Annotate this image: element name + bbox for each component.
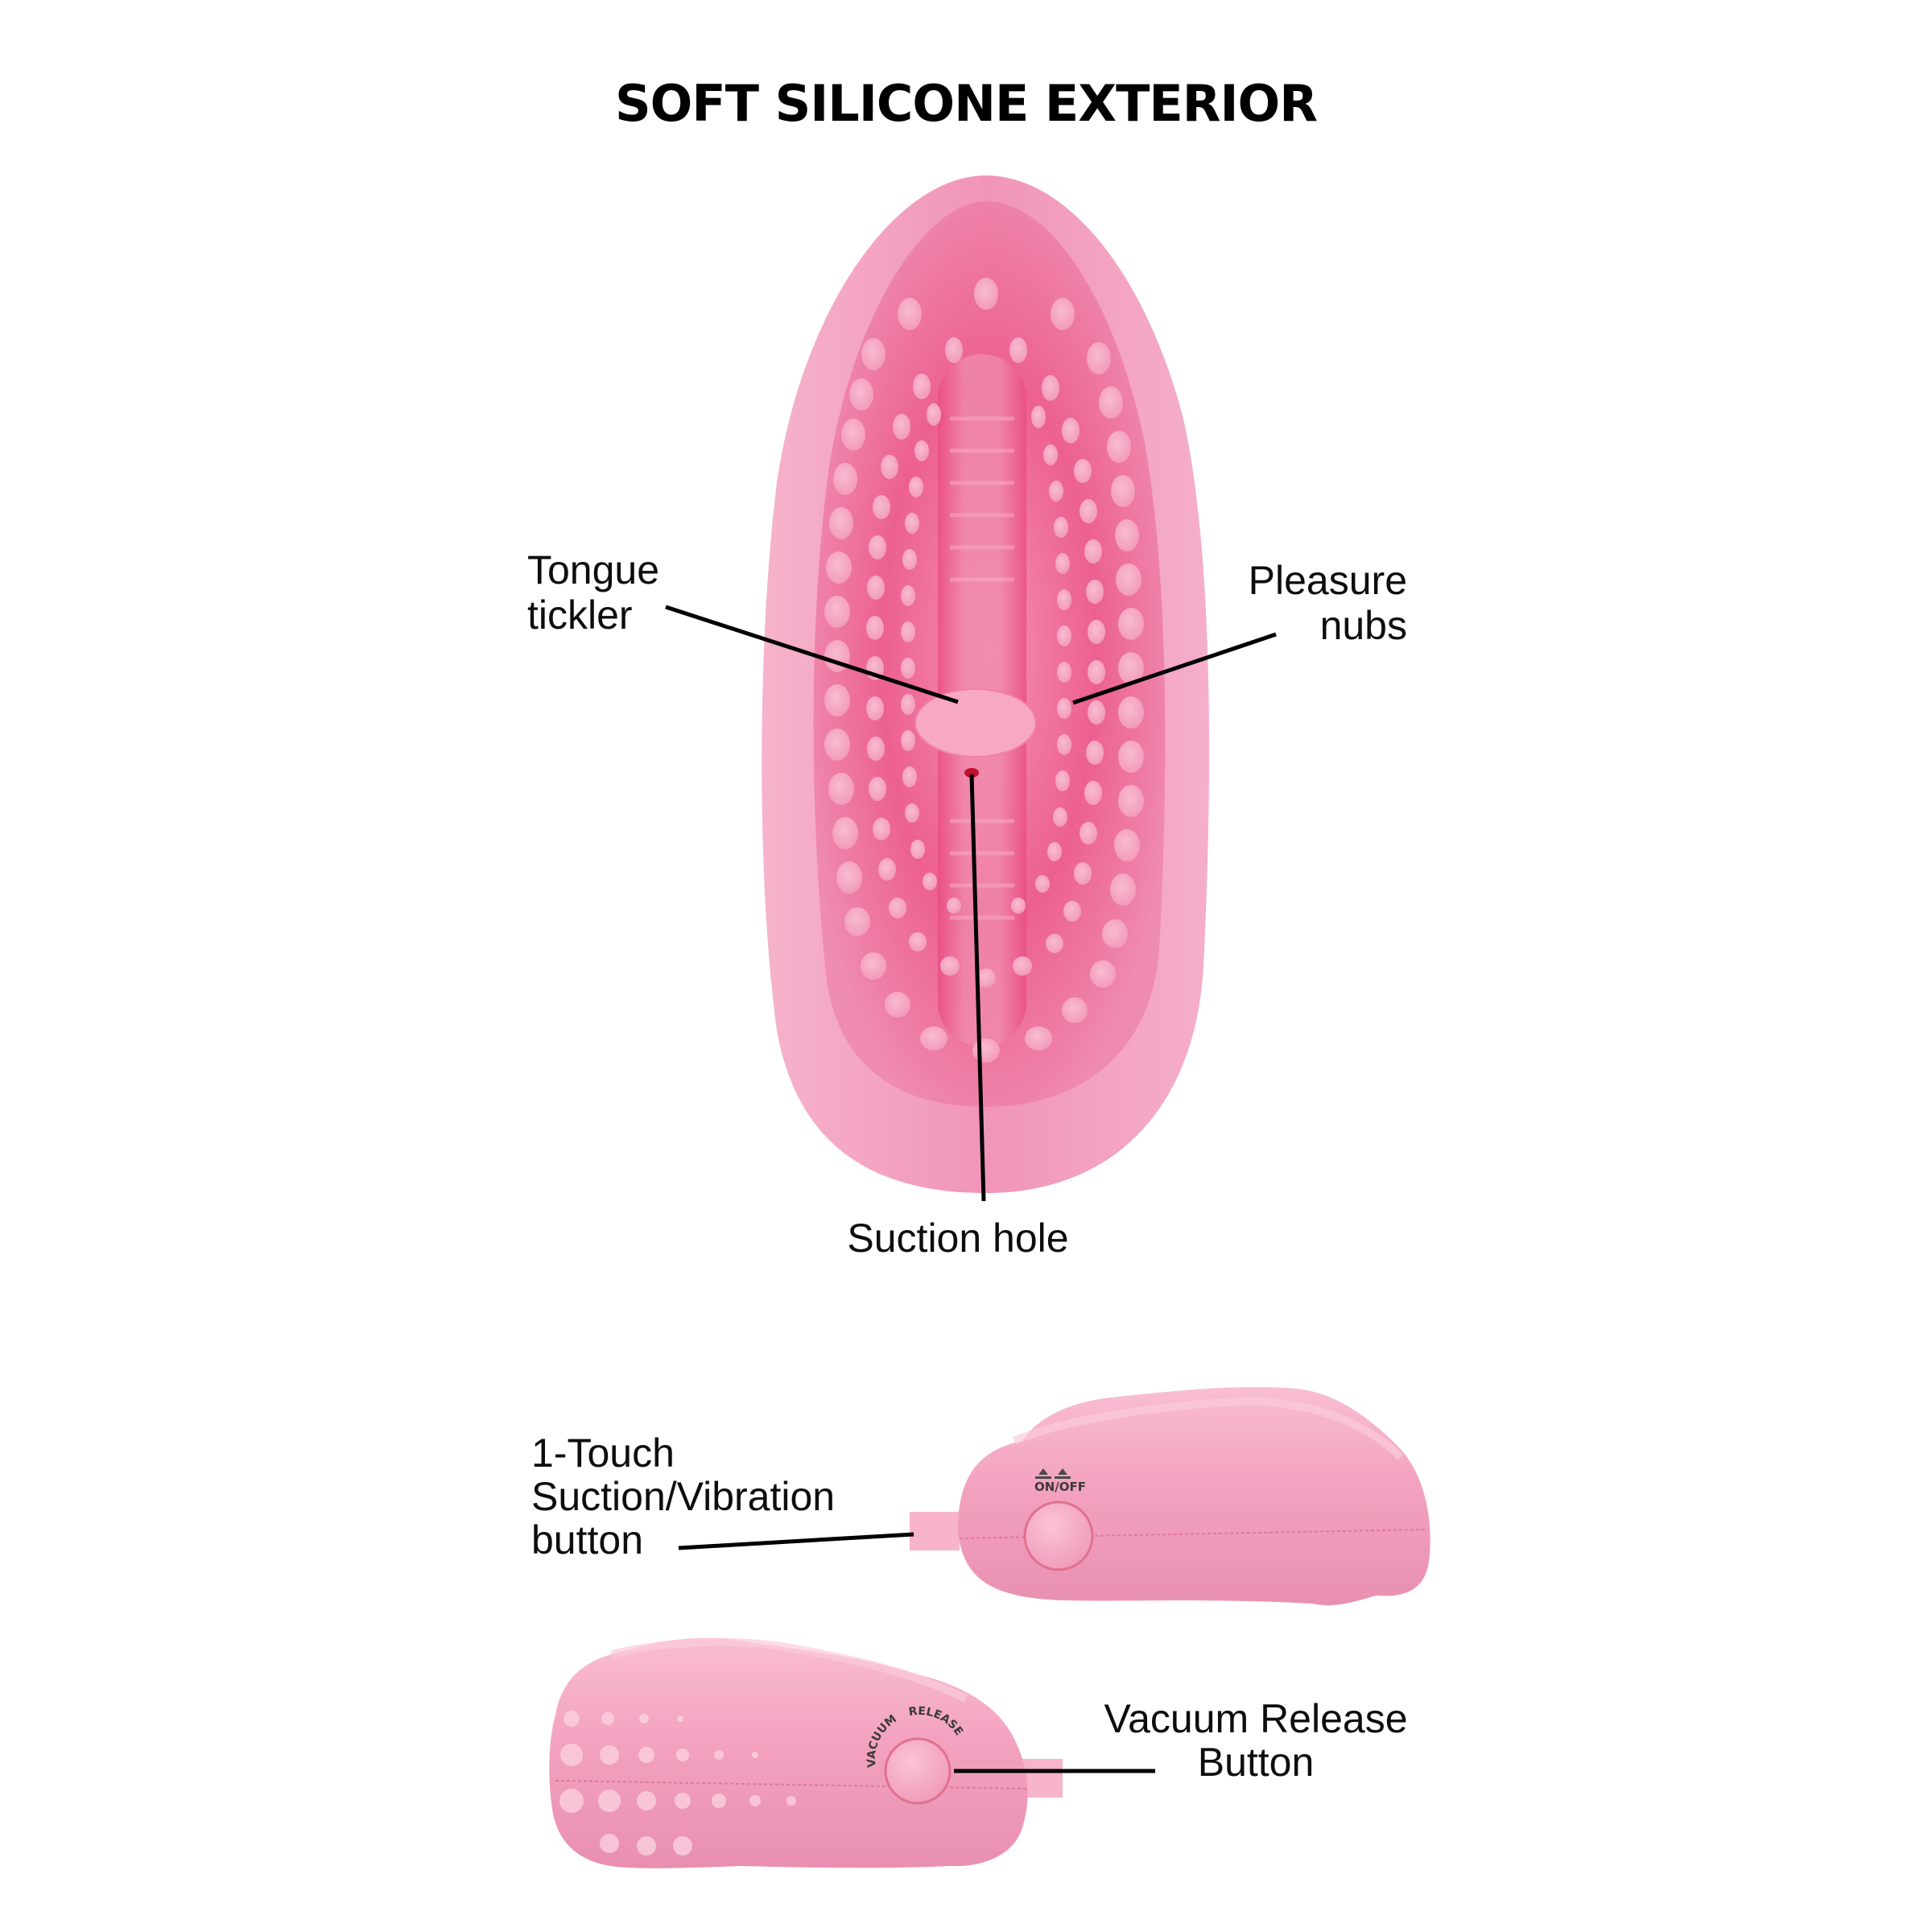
air-tube [910,1512,960,1550]
side-body-2-ridge [610,1637,968,1703]
suction-hole-leader [969,774,986,1202]
one-touch-leader [678,1532,914,1550]
pleasure-nubs-line2: nubs [1319,603,1407,648]
on-off-marking: ON/OFF [1034,1480,1086,1494]
one-touch-line1: 1-Touch [531,1430,675,1476]
vacuum-release-label: Vacuum Release Button [1071,1697,1441,1784]
one-touch-label: 1-Touch Suction/Vibration button [531,1431,835,1562]
page-title: SOFT SILICONE EXTERIOR [615,74,1318,133]
suction-hole-label: Suction hole [797,1216,1119,1261]
decorative-dots [559,1711,796,1856]
on-off-icons [1035,1468,1071,1479]
side-body-1-ridge [1013,1396,1404,1460]
suction-cup-front-view [762,175,1210,1193]
tongue-tickler-line2: tickler [527,592,633,638]
callout-lines [665,605,1277,1202]
one-touch-line2: Suction/Vibration [531,1474,836,1519]
pleasure-nubs [824,278,1144,1063]
on-off-button [1023,1501,1094,1571]
seam-line [959,1529,1427,1539]
suction-hole [964,768,979,778]
one-touch-line3: button [531,1517,644,1563]
vacuum-release-line1: Vacuum Release [1104,1696,1408,1741]
side-view-power-button: ON/OFF [910,1387,1430,1606]
ridge-lines [950,416,1014,920]
vacuum-release-button [884,1737,952,1805]
tongue-tickler-leader [665,605,959,704]
tongue-tickler-label: Tongue tickler [527,547,659,638]
side-body-1 [958,1387,1430,1606]
pleasure-nubs-leader [1072,632,1277,705]
side-view-vacuum-release: VACUUMRELEASE [549,1637,1063,1868]
suction-hole-text: Suction hole [847,1216,1069,1261]
tongue-tickler-line1: Tongue [527,547,660,592]
vacuum-release-line2: Button [1197,1740,1315,1785]
pleasure-nubs-line1: Pleasure [1248,558,1407,603]
pleasure-nubs-label: Pleasure nubs [1159,558,1407,648]
side-body-2 [549,1637,1028,1868]
tongue-tickler [914,688,1037,758]
